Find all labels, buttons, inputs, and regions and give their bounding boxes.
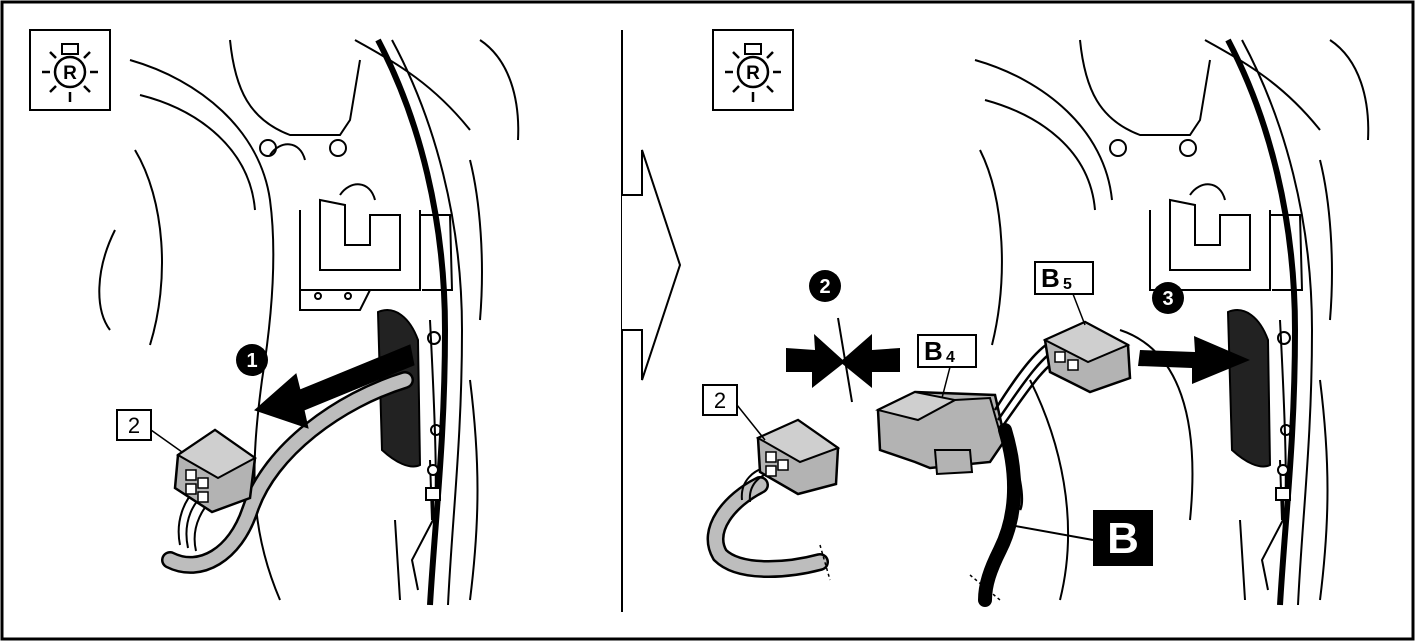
harness-grommet-right (1228, 310, 1270, 466)
step-2-number: 2 (819, 276, 830, 298)
step-1-badge: 1 (236, 344, 268, 376)
step-1-number: 1 (246, 350, 257, 372)
harness-b-letter: B (1107, 514, 1139, 563)
light-symbol-letter-right: R (746, 63, 760, 84)
connector-b4-subscript: 4 (946, 349, 955, 366)
rear-light-symbol: R (30, 30, 110, 110)
connector-b5-subscript: 5 (1063, 276, 1072, 293)
step-3-badge: 3 (1152, 282, 1184, 314)
step-2-badge: 2 (809, 270, 841, 302)
light-symbol-letter: R (63, 63, 77, 84)
connector-b5-letter: B (1041, 263, 1060, 293)
step-3-number: 3 (1162, 288, 1173, 310)
callout-2-right-label: 2 (714, 388, 726, 413)
rear-light-symbol-right: R (713, 30, 793, 110)
connector-b4-letter: B (924, 336, 943, 366)
callout-2-label: 2 (128, 413, 140, 438)
